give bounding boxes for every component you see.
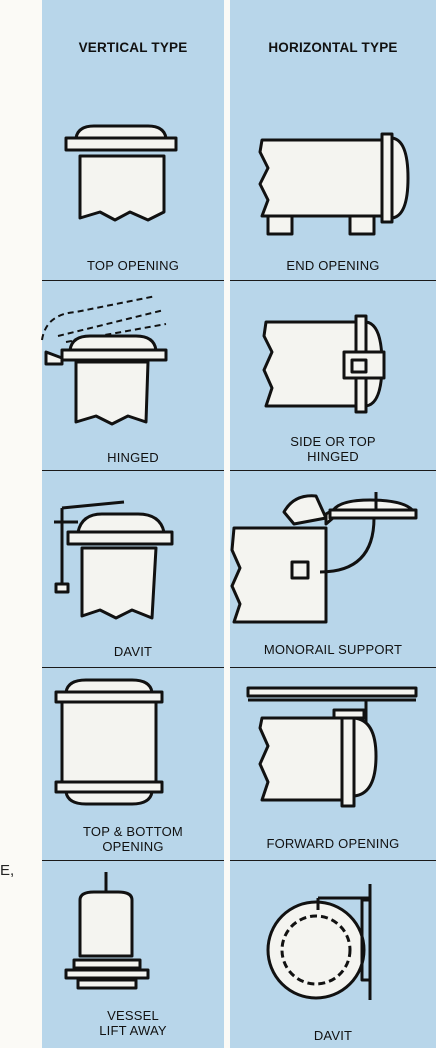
horizontal-davit-figure [264,880,404,1010]
vertical-vessel-lift-away-figure [60,870,170,1000]
vertical-label: DAVIT [42,644,224,659]
vertical-label-line2: LIFT AWAY [42,1023,224,1038]
vertical-label-line1: VESSEL [42,1008,224,1023]
vertical-hinged-figure [36,292,186,427]
row-divider [230,860,436,861]
horizontal-label-line1: SIDE OR TOP [230,434,436,449]
horizontal-type-header: HORIZONTAL TYPE [230,40,436,55]
row-divider [230,667,436,668]
vertical-label: HINGED [42,450,224,465]
row-divider [42,280,224,281]
row-divider [42,470,224,471]
vertical-davit-figure [52,488,182,623]
row-divider [42,667,224,668]
edge-text-fragment: E, [0,862,14,879]
horizontal-label: MONORAIL SUPPORT [230,642,436,657]
vertical-label: TOP OPENING [42,258,224,273]
vertical-label-line1: TOP & BOTTOM [42,824,224,839]
vertical-top-opening-figure [60,120,200,240]
horizontal-forward-opening-figure [246,684,426,814]
vertical-top-bottom-opening-figure [52,678,172,808]
row-divider [230,470,436,471]
horizontal-label-line2: HINGED [230,449,436,464]
horizontal-label: FORWARD OPENING [230,836,436,851]
horizontal-side-top-hinged-figure [262,312,402,422]
row-divider [230,280,436,281]
row-divider [42,860,224,861]
vertical-type-header: VERTICAL TYPE [42,40,224,55]
horizontal-end-opening-figure [258,120,418,240]
horizontal-label: DAVIT [230,1028,436,1043]
vertical-label-line2: OPENING [42,839,224,854]
horizontal-label: END OPENING [230,258,436,273]
horizontal-monorail-support-figure [230,488,436,628]
